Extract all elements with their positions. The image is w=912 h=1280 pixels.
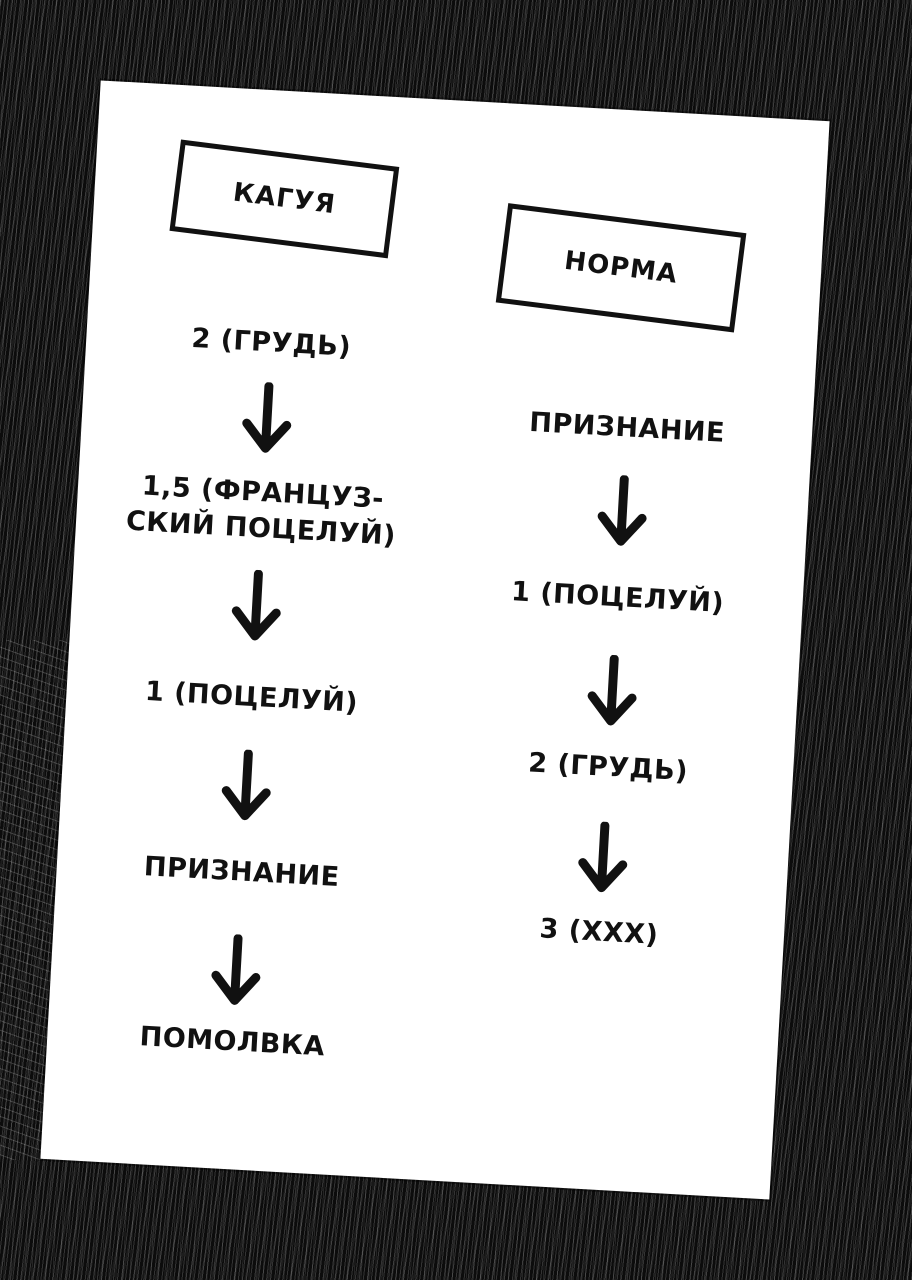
- left-column: КАГУЯ 2 (ГРУДЬ) 1,5 (ФРАНЦУЗ- СКИЙ ПОЦЕЛ…: [60, 82, 450, 1179]
- right-step-3: 2 (ГРУДЬ): [527, 747, 689, 788]
- left-step-4: ПРИЗНАНИЕ: [143, 851, 341, 894]
- right-column: НОРМА ПРИЗНАНИЕ 1 (ПОЦЕЛУЙ) 2 (ГРУДЬ) 3 …: [420, 102, 810, 1199]
- arrow-down-icon: [593, 474, 653, 549]
- left-column-title: КАГУЯ: [169, 139, 400, 259]
- arrow-down-icon: [227, 568, 287, 643]
- right-step-4: 3 (XXX): [538, 913, 660, 951]
- right-step-2: 1 (ПОЦЕЛУЙ): [510, 576, 725, 620]
- left-step-5: ПОМОЛВКА: [138, 1021, 326, 1063]
- left-step-1: 2 (ГРУДЬ): [190, 322, 352, 363]
- arrow-down-icon: [217, 748, 277, 823]
- right-step-1: ПРИЗНАНИЕ: [528, 406, 726, 449]
- arrow-down-icon: [237, 381, 297, 456]
- left-step-3: 1 (ПОЦЕЛУЙ): [144, 675, 359, 719]
- arrow-down-icon: [573, 820, 633, 895]
- arrow-down-icon: [206, 933, 266, 1008]
- right-column-title: НОРМА: [495, 203, 747, 333]
- arrow-down-icon: [582, 653, 642, 728]
- left-step-2: 1,5 (ФРАНЦУЗ- СКИЙ ПОЦЕЛУЙ): [125, 470, 397, 552]
- comparison-card: КАГУЯ 2 (ГРУДЬ) 1,5 (ФРАНЦУЗ- СКИЙ ПОЦЕЛ…: [40, 80, 830, 1200]
